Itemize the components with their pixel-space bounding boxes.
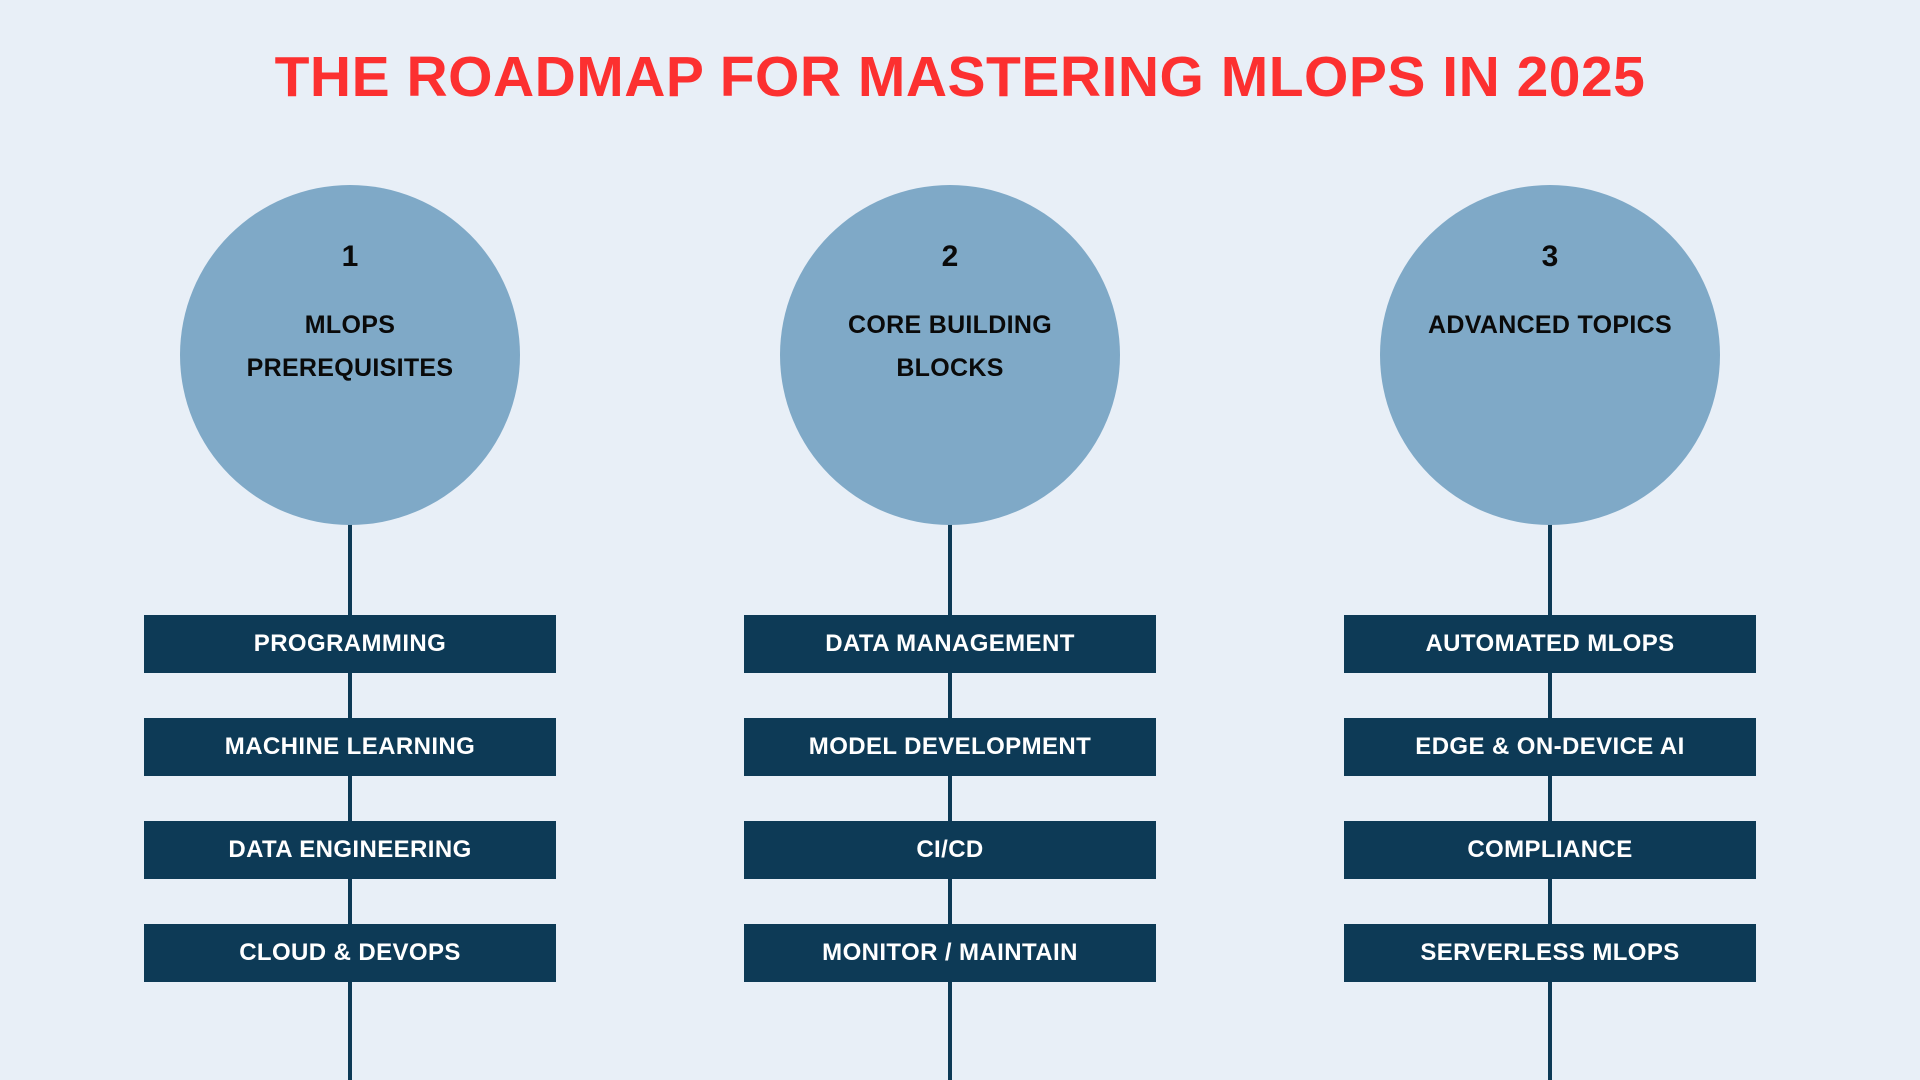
step-label: AUTOMATED MLOPS: [1425, 630, 1675, 657]
stage-circle-2[interactable]: 2 CORE BUILDING BLOCKS: [780, 185, 1120, 525]
step-label: DATA ENGINEERING: [228, 836, 472, 863]
connector-line-3: [1548, 515, 1552, 1080]
step-bar[interactable]: EDGE & ON-DEVICE AI: [1344, 718, 1756, 776]
step-label: MODEL DEVELOPMENT: [808, 733, 1092, 760]
step-label: SERVERLESS MLOPS: [1420, 939, 1680, 966]
step-list-2: DATA MANAGEMENT MODEL DEVELOPMENT CI/CD …: [744, 615, 1156, 982]
stage-circle-1[interactable]: 1 MLOPS PREREQUISITES: [180, 185, 520, 525]
stage-circle-3[interactable]: 3 ADVANCED TOPICS: [1380, 185, 1720, 525]
step-list-3: AUTOMATED MLOPS EDGE & ON-DEVICE AI COMP…: [1344, 615, 1756, 982]
step-label: EDGE & ON-DEVICE AI: [1415, 733, 1685, 760]
stage-number-3: 3: [1541, 240, 1559, 273]
step-label: CLOUD & DEVOPS: [239, 939, 461, 966]
step-label: COMPLIANCE: [1467, 836, 1633, 863]
step-label: PROGRAMMING: [253, 630, 447, 657]
step-label: CI/CD: [916, 836, 984, 863]
step-bar[interactable]: MACHINE LEARNING: [144, 718, 556, 776]
stage-label-3: ADVANCED TOPICS: [1428, 311, 1672, 339]
step-label: MACHINE LEARNING: [224, 733, 476, 760]
step-bar[interactable]: MONITOR / MAINTAIN: [744, 924, 1156, 982]
step-bar[interactable]: CLOUD & DEVOPS: [144, 924, 556, 982]
stage-number-2: 2: [941, 240, 959, 273]
stage-label-1: MLOPS PREREQUISITES: [246, 311, 454, 382]
step-bar[interactable]: COMPLIANCE: [1344, 821, 1756, 879]
step-bar[interactable]: AUTOMATED MLOPS: [1344, 615, 1756, 673]
connector-line-1: [348, 515, 352, 1080]
roadmap-column-3: 3 ADVANCED TOPICS AUTOMATED MLOPS EDGE &…: [1240, 185, 1860, 1080]
roadmap-column-2: 2 CORE BUILDING BLOCKS DATA MANAGEMENT M…: [640, 185, 1260, 1080]
page-title: THE ROADMAP FOR MASTERING MLOPS IN 2025: [274, 45, 1646, 109]
roadmap-column-1: 1 MLOPS PREREQUISITES PROGRAMMING MACHIN…: [40, 185, 660, 1080]
stage-label-2: CORE BUILDING BLOCKS: [848, 311, 1052, 382]
step-list-1: PROGRAMMING MACHINE LEARNING DATA ENGINE…: [144, 615, 556, 982]
step-bar[interactable]: SERVERLESS MLOPS: [1344, 924, 1756, 982]
step-bar[interactable]: PROGRAMMING: [144, 615, 556, 673]
step-bar[interactable]: DATA MANAGEMENT: [744, 615, 1156, 673]
step-bar[interactable]: CI/CD: [744, 821, 1156, 879]
roadmap-columns: 1 MLOPS PREREQUISITES PROGRAMMING MACHIN…: [0, 185, 1920, 1080]
step-label: DATA MANAGEMENT: [825, 630, 1075, 657]
stage-number-1: 1: [341, 240, 359, 273]
step-bar[interactable]: MODEL DEVELOPMENT: [744, 718, 1156, 776]
connector-line-2: [948, 515, 952, 1080]
step-label: MONITOR / MAINTAIN: [822, 939, 1078, 966]
step-bar[interactable]: DATA ENGINEERING: [144, 821, 556, 879]
